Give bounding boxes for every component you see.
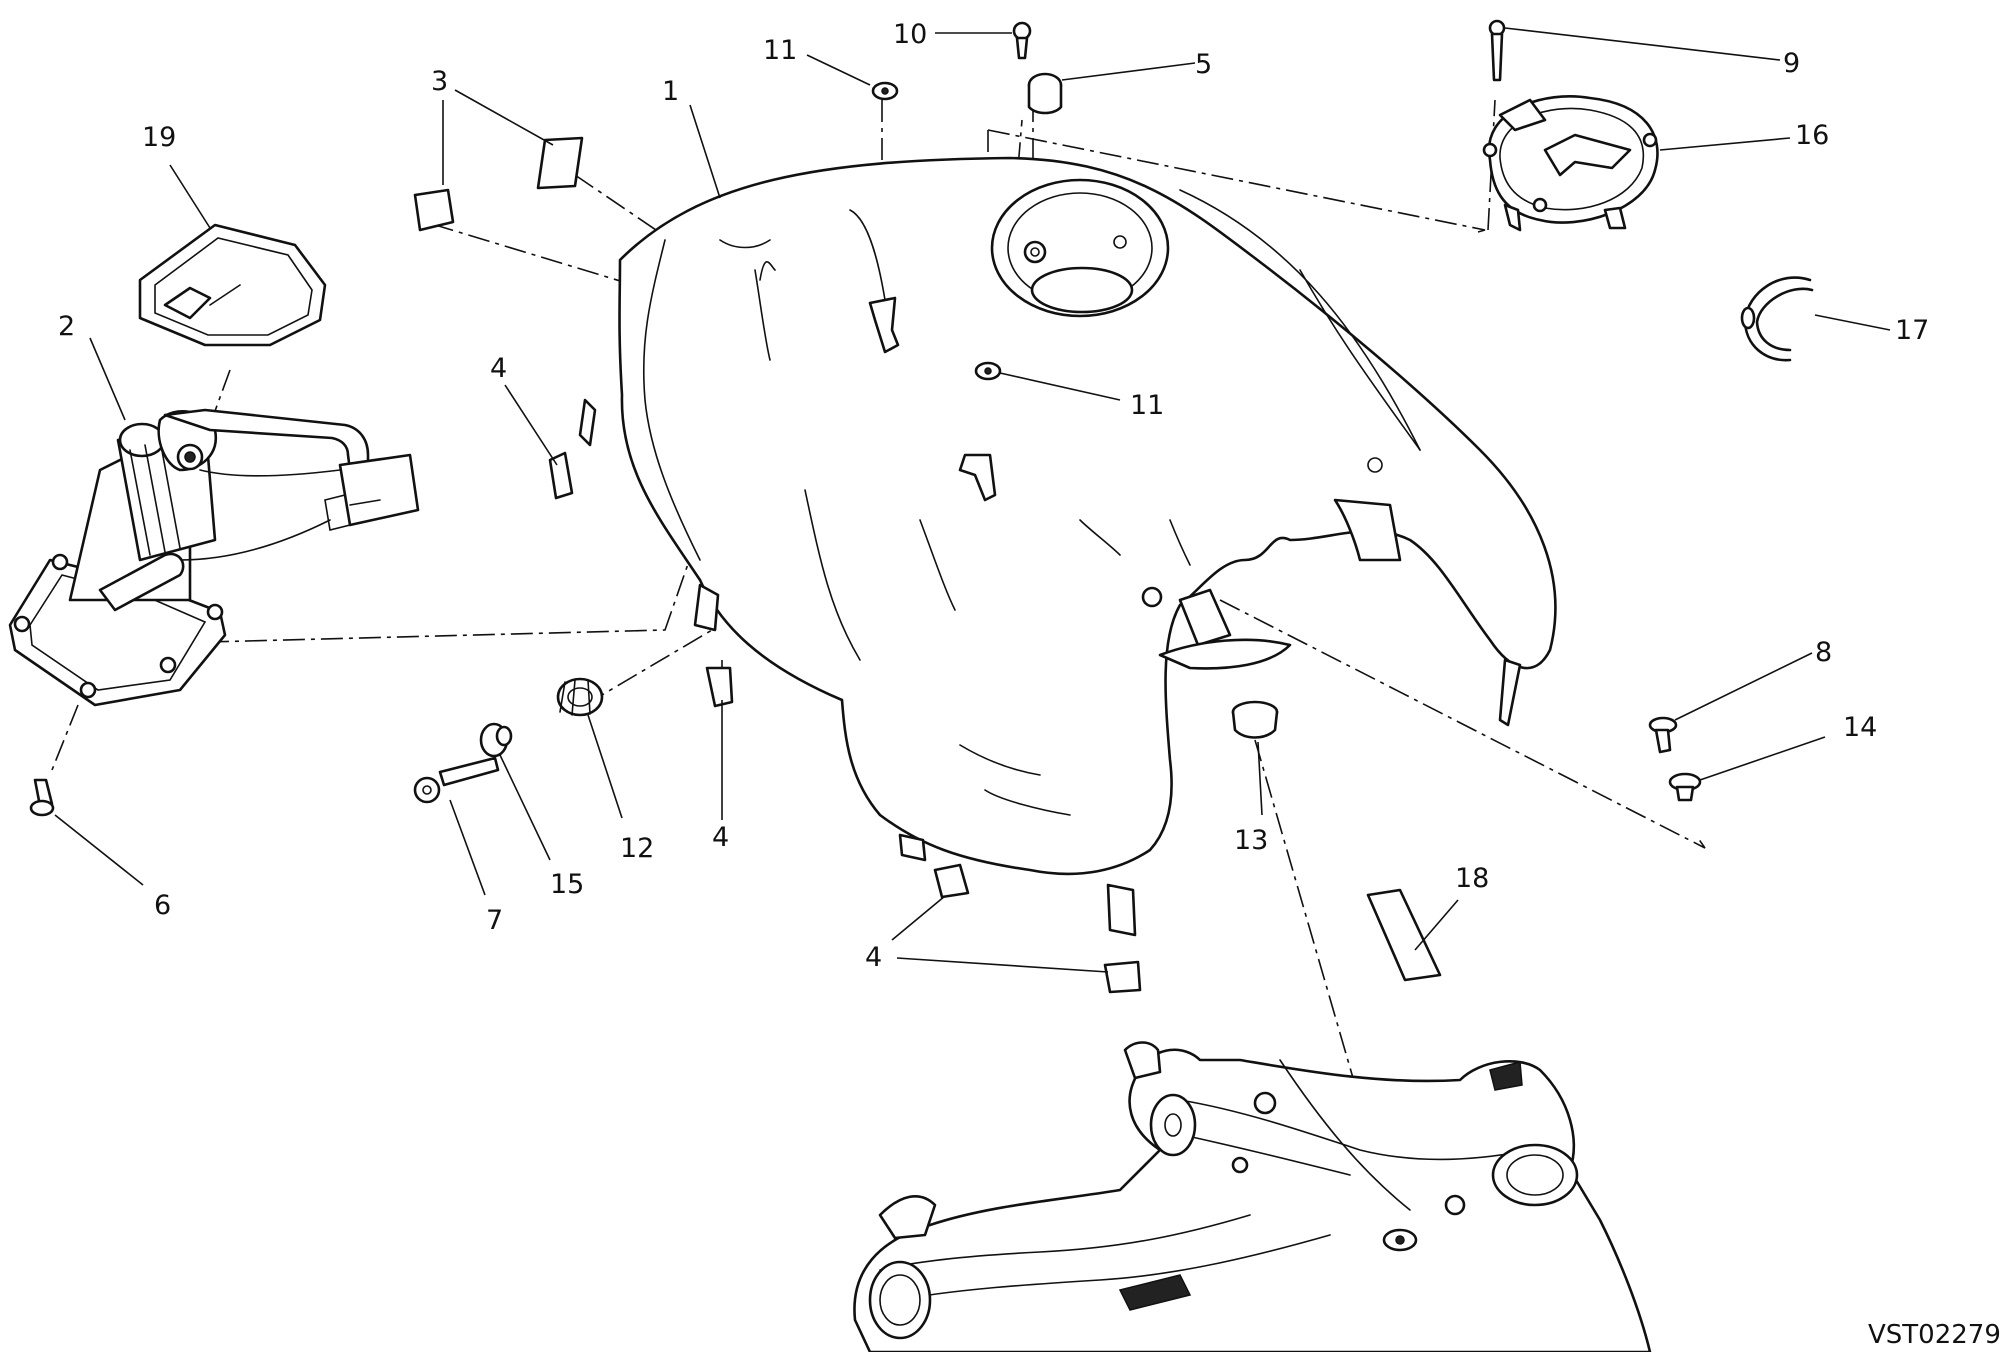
drawing-code: VST02279 — [1868, 1320, 2001, 1350]
filler-cap-ring — [1482, 95, 1659, 232]
callout-13: 13 — [1234, 825, 1268, 856]
nut-11-middle — [974, 361, 1002, 381]
pump-gasket — [138, 223, 327, 347]
fuel-pump — [8, 408, 420, 707]
callout-1: 1 — [662, 76, 679, 107]
callout-11-top: 11 — [763, 35, 797, 66]
screw-9 — [1488, 19, 1506, 82]
callout-12: 12 — [620, 833, 654, 864]
hose-clamp — [1740, 276, 1814, 362]
callout-6: 6 — [154, 890, 171, 921]
bolt-8 — [1648, 716, 1678, 754]
callout-17: 17 — [1895, 315, 1929, 346]
callout-10: 10 — [893, 19, 927, 50]
callout-4-middle: 4 — [712, 822, 729, 853]
screw-6 — [29, 778, 55, 817]
bush-14 — [1668, 772, 1702, 802]
callout-15: 15 — [550, 869, 584, 900]
callout-3: 3 — [431, 66, 448, 97]
callout-2: 2 — [58, 311, 75, 342]
callout-4-left: 4 — [490, 353, 507, 384]
callout-11-middle: 11 — [1130, 390, 1164, 421]
bolt-7 — [413, 756, 500, 804]
callout-7: 7 — [486, 905, 503, 936]
spring-clips — [548, 451, 1142, 994]
callout-19: 19 — [142, 122, 176, 153]
callout-labels: 1 2 3 4 4 4 5 6 7 8 9 10 11 11 12 13 14 … — [58, 19, 1929, 973]
callout-16: 16 — [1795, 120, 1829, 151]
callout-9: 9 — [1783, 48, 1800, 79]
callout-18: 18 — [1455, 863, 1489, 894]
grommet-12 — [556, 677, 604, 717]
adhesive-plate — [1366, 888, 1442, 982]
washer-15 — [479, 722, 513, 758]
callout-leaders — [54, 27, 1891, 973]
callout-8: 8 — [1815, 637, 1832, 668]
callout-14: 14 — [1843, 712, 1877, 743]
grommet-13 — [1231, 700, 1279, 739]
rubber-pads — [413, 136, 584, 232]
cap-bush — [1027, 72, 1063, 115]
frame-section — [853, 1041, 1652, 1352]
screw-10 — [1012, 21, 1032, 60]
callout-4-bottom: 4 — [865, 942, 882, 973]
nut-11-top — [871, 81, 899, 101]
fuel-tank — [578, 156, 1557, 937]
callout-5: 5 — [1195, 49, 1212, 80]
